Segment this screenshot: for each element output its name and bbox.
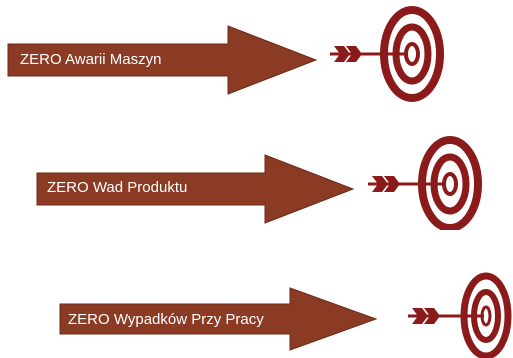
target-with-arrow-icon xyxy=(330,6,444,102)
arrow-shape xyxy=(7,25,318,95)
arrow-shape xyxy=(59,287,378,351)
goal-arrow-1: ZERO Awarii Maszyn xyxy=(7,24,318,96)
target-with-arrow-icon xyxy=(368,136,482,230)
goal-label: ZERO Wypadków Przy Pracy xyxy=(68,311,264,328)
target-with-arrow-icon xyxy=(408,272,512,358)
goal-label: ZERO Awarii Maszyn xyxy=(20,51,162,68)
arrow-shape xyxy=(36,154,355,224)
goal-label: ZERO Wad Produktu xyxy=(47,179,188,196)
goal-arrow-3: ZERO Wypadków Przy Pracy xyxy=(59,286,378,352)
goal-arrow-2: ZERO Wad Produktu xyxy=(36,153,355,225)
